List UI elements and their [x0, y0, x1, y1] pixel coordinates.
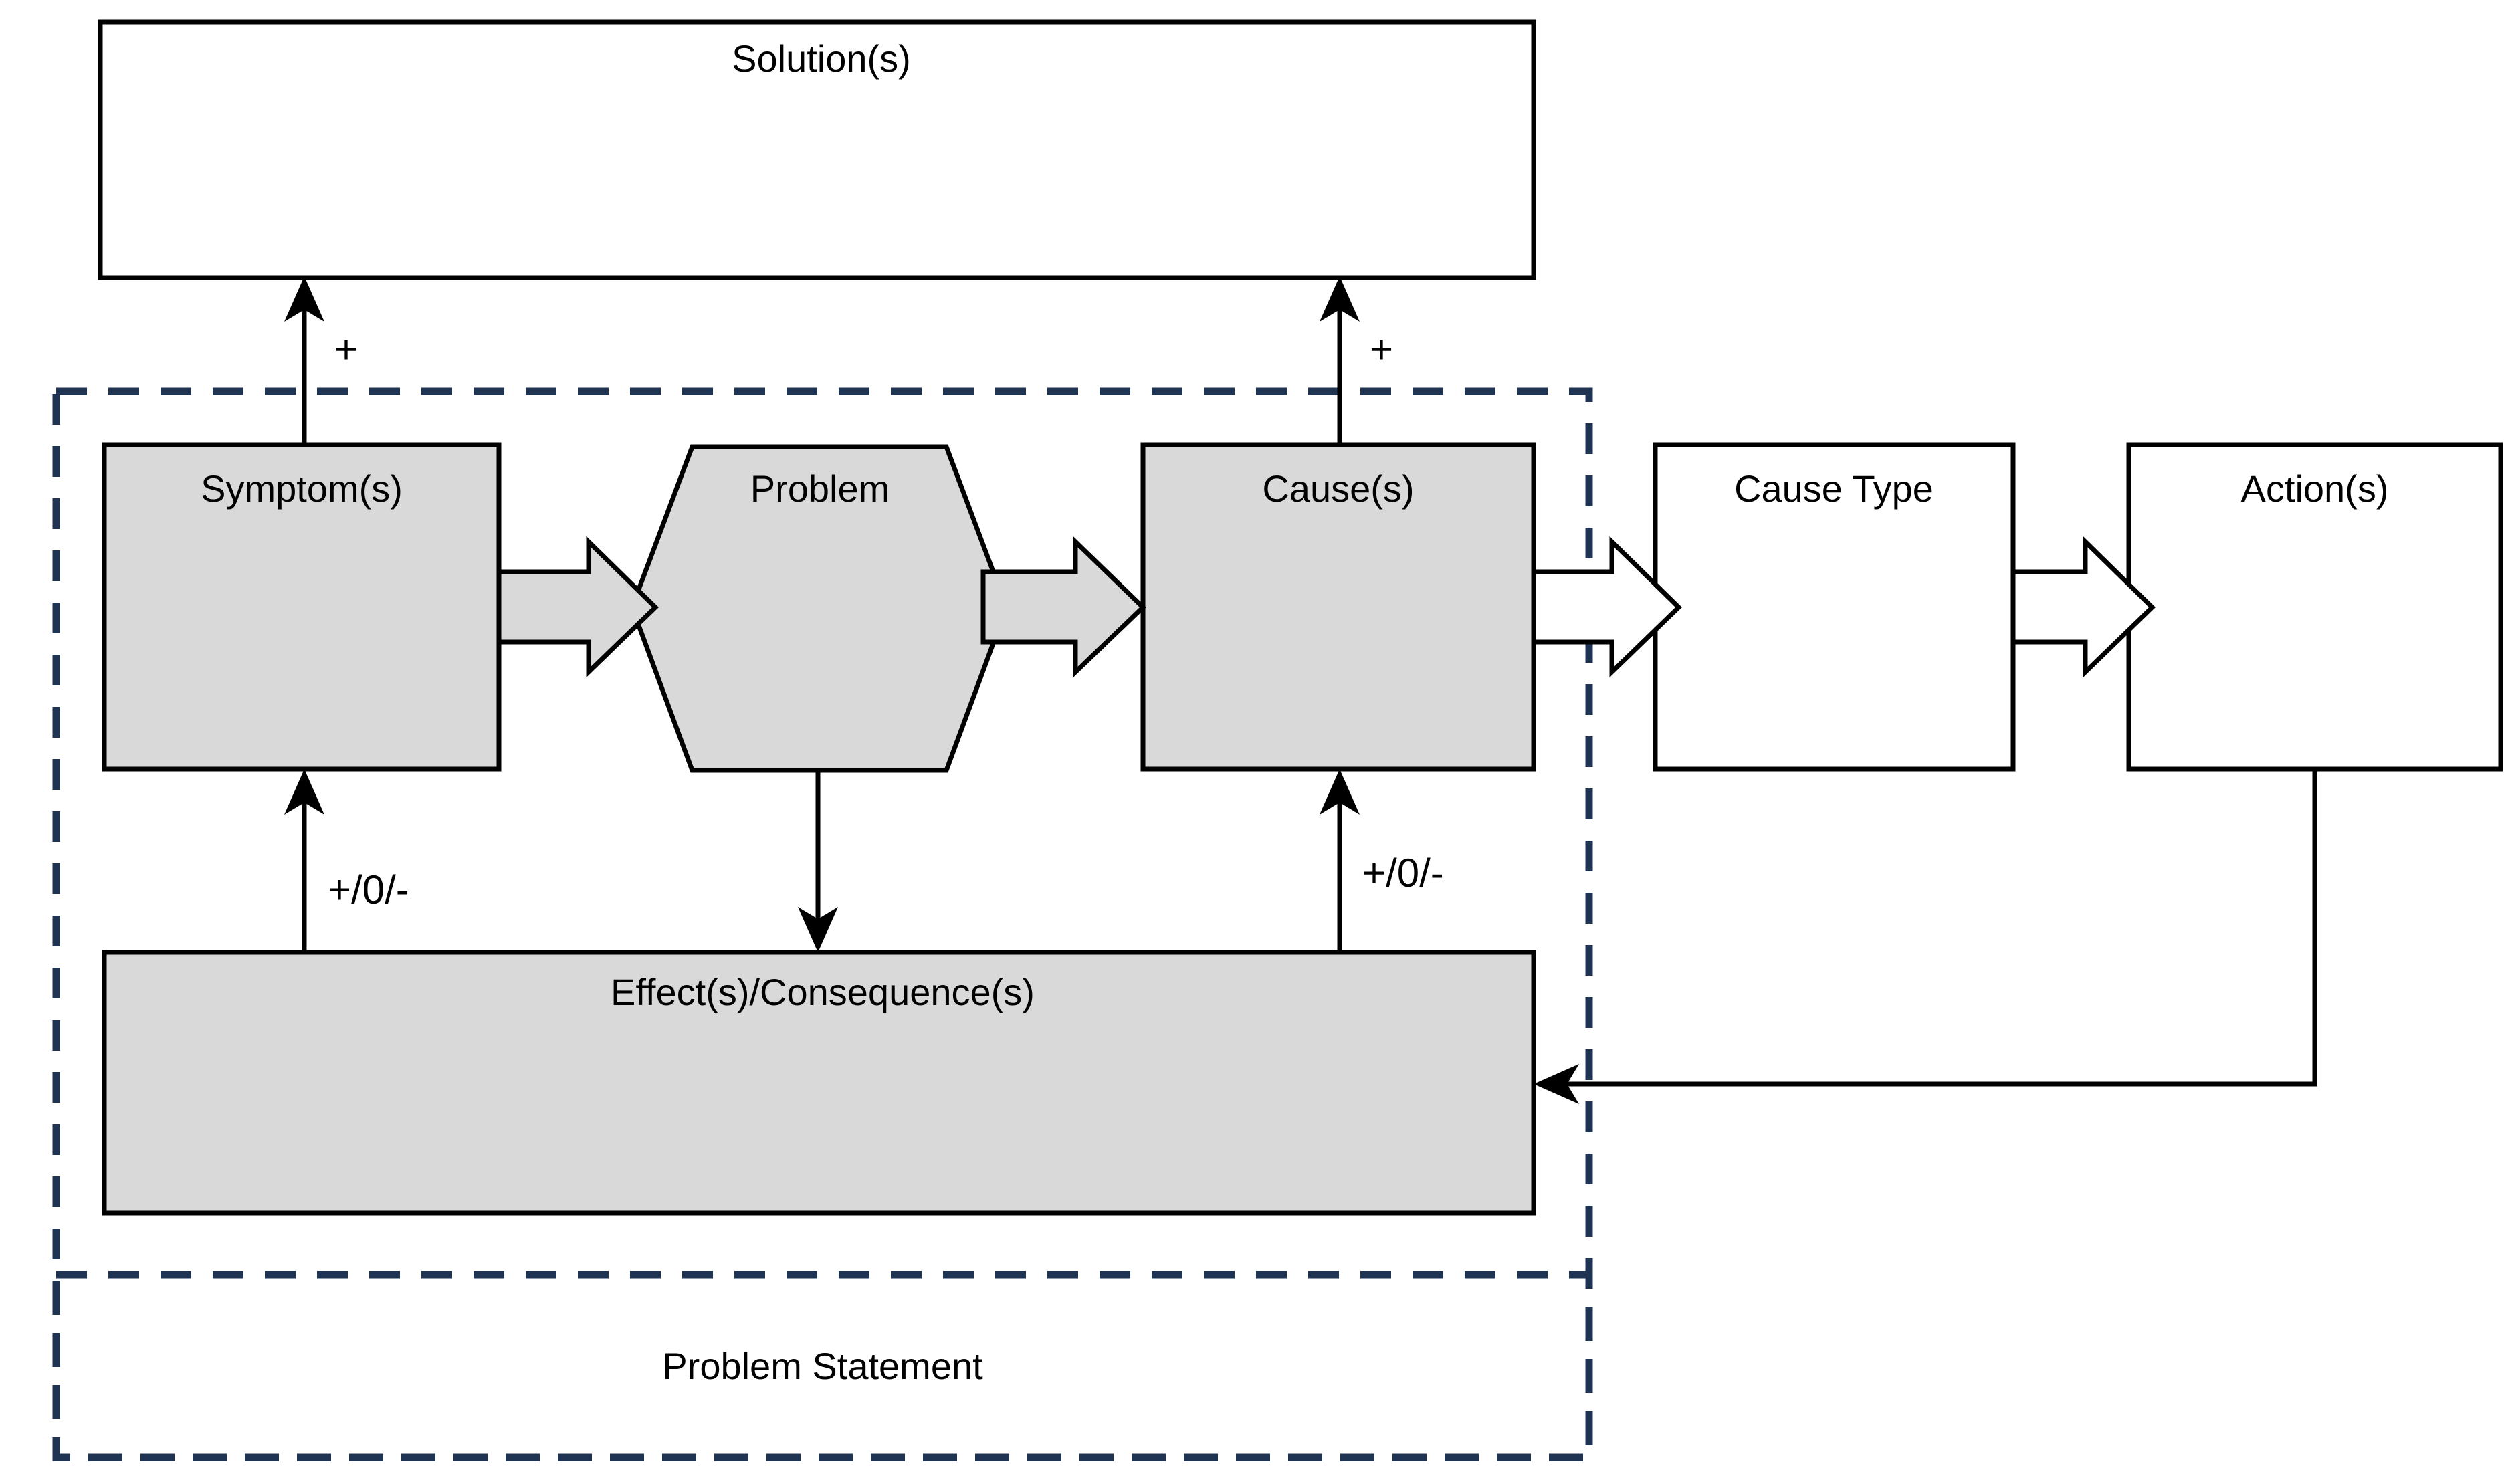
edge-action-to-effect-arrowhead [1534, 1064, 1579, 1104]
edge-symptom-to-solution: + [284, 276, 358, 445]
node-symptom-label: Symptom(s) [201, 467, 403, 510]
edge-effect-to-symptom-arrowhead [284, 769, 324, 815]
edge-action-to-effect-path [1556, 769, 2317, 1087]
problem-statement-label: Problem Statement [662, 1345, 983, 1387]
node-effect-box[interactable] [102, 950, 1536, 1216]
node-cause-label: Cause(s) [1262, 467, 1414, 510]
node-action-label: Action(s) [2241, 467, 2389, 510]
edge-symptom-to-solution-arrowhead [284, 276, 324, 322]
node-symptom-box[interactable] [102, 442, 502, 772]
edge-problem-to-effect-arrowhead [798, 907, 838, 952]
edge-label-symptom-to-solution: + [334, 327, 358, 372]
group-problem-statement-dashed-box [52, 1271, 1593, 1461]
node-problem-label: Problem [750, 467, 890, 510]
edge-cause-type-to-action-block-arrow [2010, 536, 2156, 678]
edge-problem-to-effect [798, 770, 838, 952]
edge-effect-to-cause-arrowhead [1320, 769, 1360, 815]
edge-label-cause-to-solution: + [1370, 327, 1393, 372]
edge-cause-to-solution-arrowhead [1320, 276, 1360, 322]
node-solution-box[interactable] [98, 19, 1536, 280]
node-cause-box[interactable] [1140, 442, 1536, 772]
edge-symptom-to-problem-block-arrow [496, 536, 659, 678]
node-action-box[interactable] [2126, 442, 2503, 772]
edge-cause-to-solution: + [1320, 276, 1393, 445]
node-solution-label: Solution(s) [732, 37, 911, 80]
edge-label-effect-to-cause: +/0/- [1362, 851, 1444, 895]
edge-effect-to-cause: +/0/- [1320, 769, 1444, 952]
node-cause-type-label: Cause Type [1734, 467, 1934, 510]
edge-cause-to-cause-type-block-arrow [1531, 536, 1683, 678]
node-cause-type-box[interactable] [1653, 442, 2016, 772]
edge-effect-to-symptom: +/0/- [284, 769, 409, 952]
edge-action-to-effect-feedback [1534, 769, 2317, 1104]
edge-label-effect-to-symptom: +/0/- [328, 867, 409, 912]
edge-problem-to-cause-block-arrow [980, 536, 1147, 678]
node-effect-label: Effect(s)/Consequence(s) [611, 971, 1035, 1013]
